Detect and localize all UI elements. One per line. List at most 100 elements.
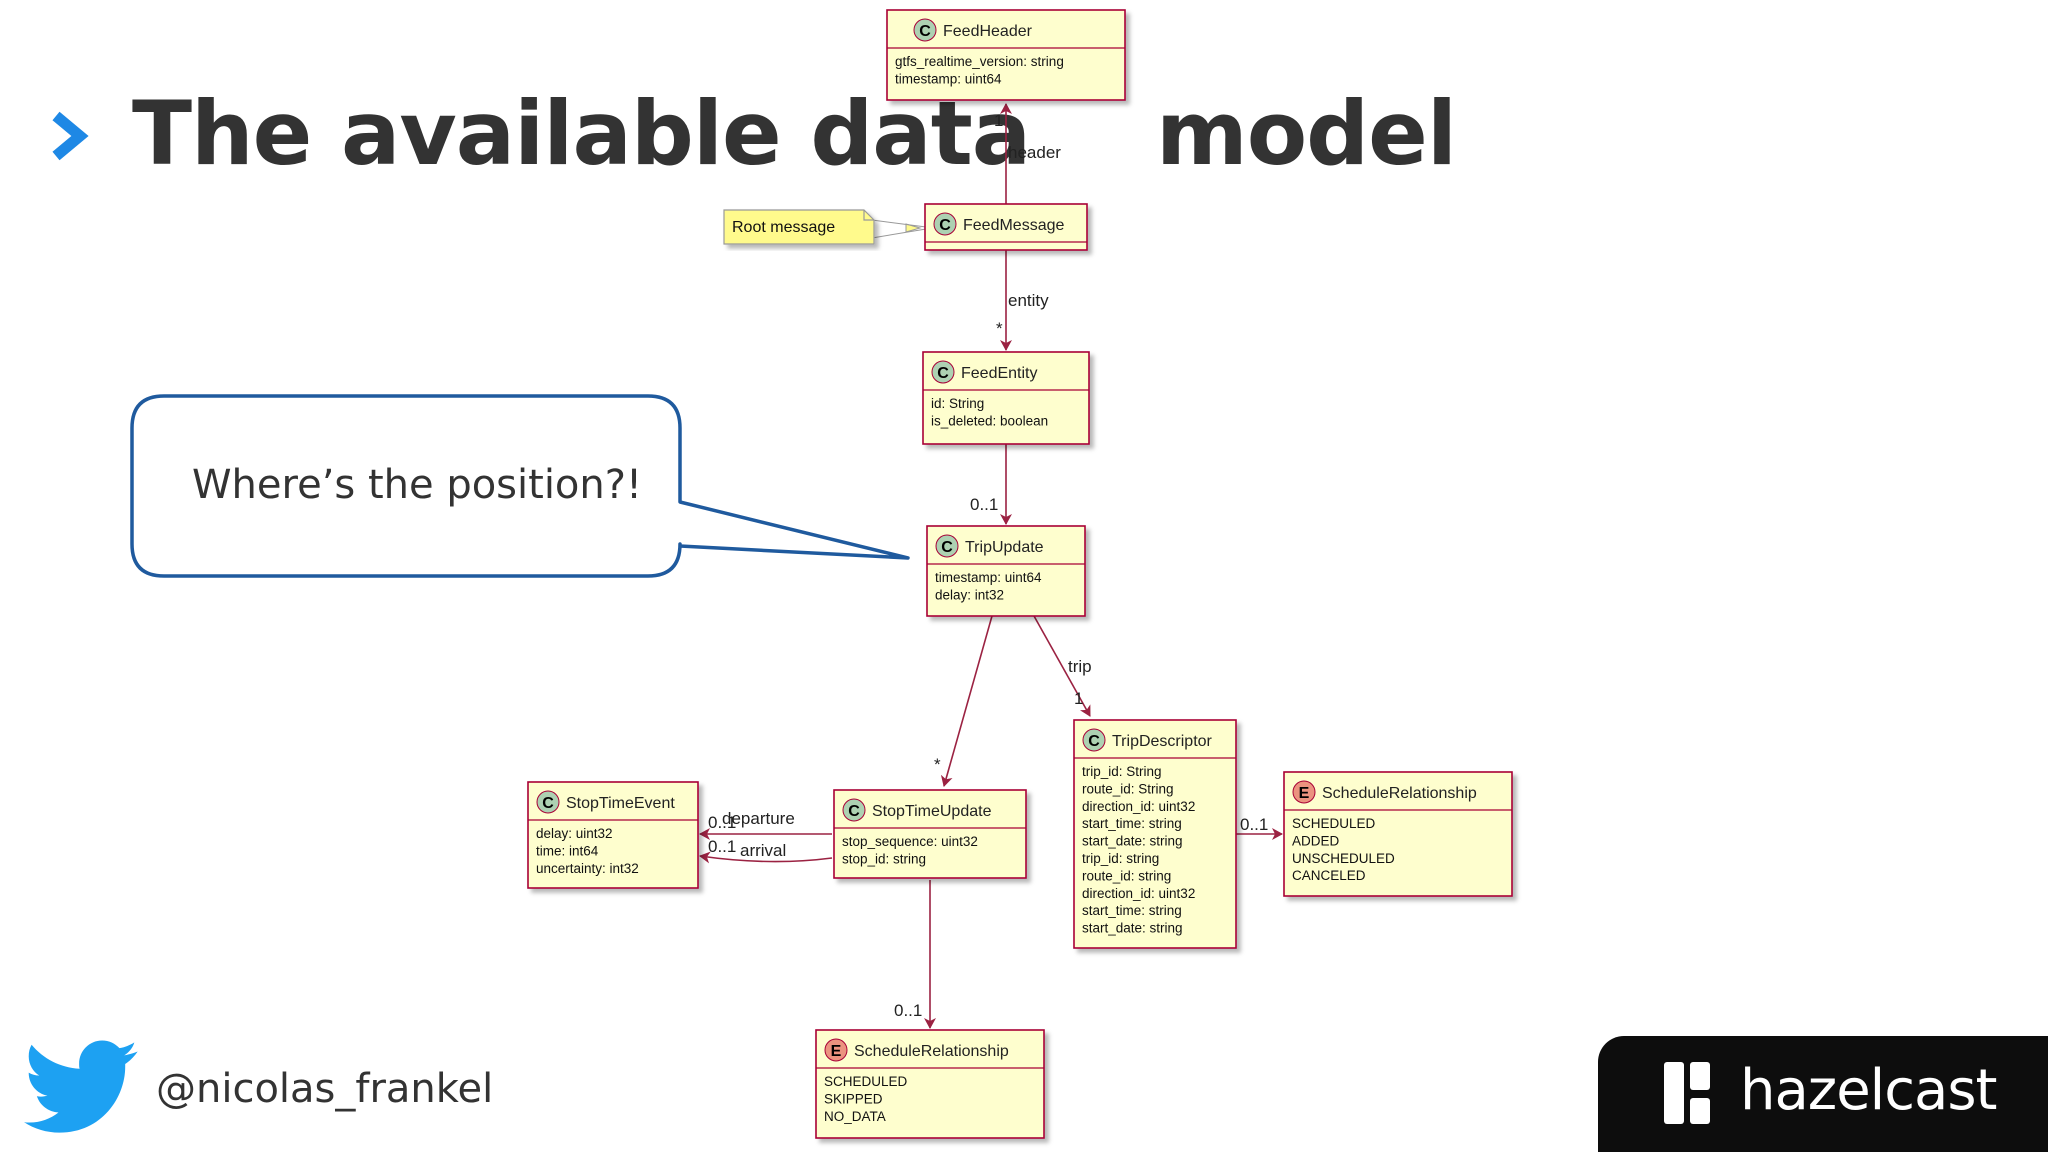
class-stereotype-icon	[536, 790, 560, 814]
edge-label-arrival: arrival	[740, 841, 786, 860]
class-attribute: route_id: String	[1082, 781, 1174, 796]
edge-mult-entity: *	[996, 319, 1003, 338]
edge-stoptimeupdate	[940, 615, 993, 787]
note-connector	[905, 223, 922, 233]
class-attribute: ADDED	[1292, 833, 1340, 848]
note-text: Root message	[732, 219, 835, 236]
class-name: StopTimeUpdate	[872, 803, 992, 820]
edge-arrival	[699, 851, 833, 864]
class-attribute: uncertainty: int32	[536, 861, 639, 876]
class-box	[833, 789, 1027, 879]
stereotype-letter: E	[831, 1043, 842, 1060]
class-name: ScheduleRelationship	[854, 1043, 1009, 1060]
class-attribute: start_time: string	[1082, 816, 1182, 831]
class-attribute: stop_id: string	[842, 851, 926, 866]
class-attribute: SKIPPED	[824, 1091, 883, 1106]
chevron-right-icon	[52, 111, 89, 161]
class-stereotype-icon	[913, 18, 937, 42]
class-attribute: is_deleted: boolean	[931, 413, 1048, 428]
callout-text: Where’s the position?!	[192, 462, 642, 508]
class-attribute: route_id: string	[1082, 868, 1171, 883]
slide-title-suffix: model	[1156, 82, 1457, 185]
enum-stereotype-icon	[824, 1038, 848, 1062]
edge-mult-departure: 0..1	[708, 813, 736, 832]
class-attribute: direction_id: uint32	[1082, 886, 1195, 901]
class-attribute: SCHEDULED	[1292, 816, 1376, 831]
hazelcast-logo: hazelcast	[1598, 1036, 2048, 1152]
hazelcast-mark-icon	[1664, 1062, 1710, 1124]
stereotype-letter: C	[937, 365, 949, 382]
class-name: StopTimeEvent	[566, 795, 675, 812]
uml-class-trip-descriptor: C TripDescriptor trip_id: String route_id: …	[1073, 719, 1237, 949]
uml-class-feed-entity: C FeedEntity id: String is_deleted: boolean	[922, 351, 1090, 445]
uml-class-stop-time-update: C StopTimeUpdate stop_sequence: uint32 stop…	[833, 789, 1027, 879]
class-stereotype-icon	[1082, 728, 1106, 752]
twitter-bird-icon	[24, 1040, 138, 1133]
uml-class-feed-message: C FeedMessage	[924, 203, 1088, 251]
class-attribute: timestamp: uint64	[935, 570, 1042, 585]
class-attribute: SCHEDULED	[824, 1074, 908, 1089]
edge-mult-schedrel-trip: 0..1	[1240, 815, 1268, 834]
note-line	[871, 228, 927, 239]
class-attribute: start_date: string	[1082, 921, 1183, 936]
class-attribute: CANCELED	[1292, 868, 1366, 883]
twitter-handle: @nicolas_frankel	[156, 1066, 494, 1112]
stereotype-letter: C	[939, 217, 951, 234]
edge-label-header: header	[1008, 143, 1061, 162]
uml-class-feed-header: C FeedHeader gtfs_realtime_version: string…	[886, 9, 1126, 101]
stereotype-letter: C	[542, 795, 554, 812]
class-attribute: id: String	[931, 396, 984, 411]
class-attribute: direction_id: uint32	[1082, 799, 1195, 814]
class-stereotype-icon	[842, 798, 866, 822]
class-attribute: gtfs_realtime_version: string	[895, 54, 1064, 69]
edge-label-entity: entity	[1008, 291, 1049, 310]
class-attribute: UNSCHEDULED	[1292, 851, 1395, 866]
class-stereotype-icon	[935, 534, 959, 558]
note-line	[871, 219, 927, 228]
class-box	[1283, 771, 1513, 897]
class-name: ScheduleRelationship	[1322, 785, 1477, 802]
stereotype-letter: C	[941, 539, 953, 556]
edge-mult-schedrel-stop: 0..1	[894, 1001, 922, 1020]
class-attribute: start_time: string	[1082, 903, 1182, 918]
class-attribute: timestamp: uint64	[895, 71, 1002, 86]
class-box	[815, 1029, 1045, 1139]
stereotype-letter: C	[919, 23, 931, 40]
class-name: TripDescriptor	[1112, 733, 1213, 750]
edge-mult-stoptimeupdate: *	[934, 755, 941, 774]
speech-bubble: Where’s the position?!	[130, 394, 910, 578]
class-layer: C FeedHeader gtfs_realtime_version: string…	[527, 9, 1513, 1139]
stereotype-letter: C	[848, 803, 860, 820]
logo-text: hazelcast	[1740, 1058, 1997, 1123]
class-name: FeedEntity	[961, 365, 1037, 382]
uml-class-stop-time-event: C StopTimeEvent delay: uint32 time: int64 un…	[527, 781, 699, 889]
class-attribute: trip_id: string	[1082, 851, 1159, 866]
class-stereotype-icon	[933, 212, 957, 236]
note-root-message: Root message	[723, 209, 875, 245]
class-attribute: time: int64	[536, 843, 599, 858]
class-attribute: delay: uint32	[536, 826, 613, 841]
edge-mult-arrival: 0..1	[708, 837, 736, 856]
edge-mult-header: 1	[994, 111, 1003, 130]
class-attribute: trip_id: String	[1082, 764, 1162, 779]
class-name: TripUpdate	[965, 539, 1044, 556]
edge-label-departure: departure	[722, 809, 795, 828]
class-name: FeedMessage	[963, 217, 1064, 234]
class-name: FeedHeader	[943, 23, 1033, 40]
stereotype-letter: C	[1088, 733, 1100, 750]
slide-title: The available data	[132, 82, 1031, 185]
edge-trip	[1033, 615, 1091, 717]
enum-stereotype-icon	[1292, 780, 1316, 804]
diagram-edges	[699, 103, 1283, 1029]
class-attribute: stop_sequence: uint32	[842, 834, 978, 849]
stereotype-letter: E	[1299, 785, 1310, 802]
edge-label-trip: trip	[1068, 657, 1092, 676]
edge-mult-tripupdate: 0..1	[970, 495, 998, 514]
class-attribute: NO_DATA	[824, 1109, 886, 1124]
edge-mult-trip: 1	[1074, 689, 1083, 708]
class-attribute: start_date: string	[1082, 834, 1183, 849]
